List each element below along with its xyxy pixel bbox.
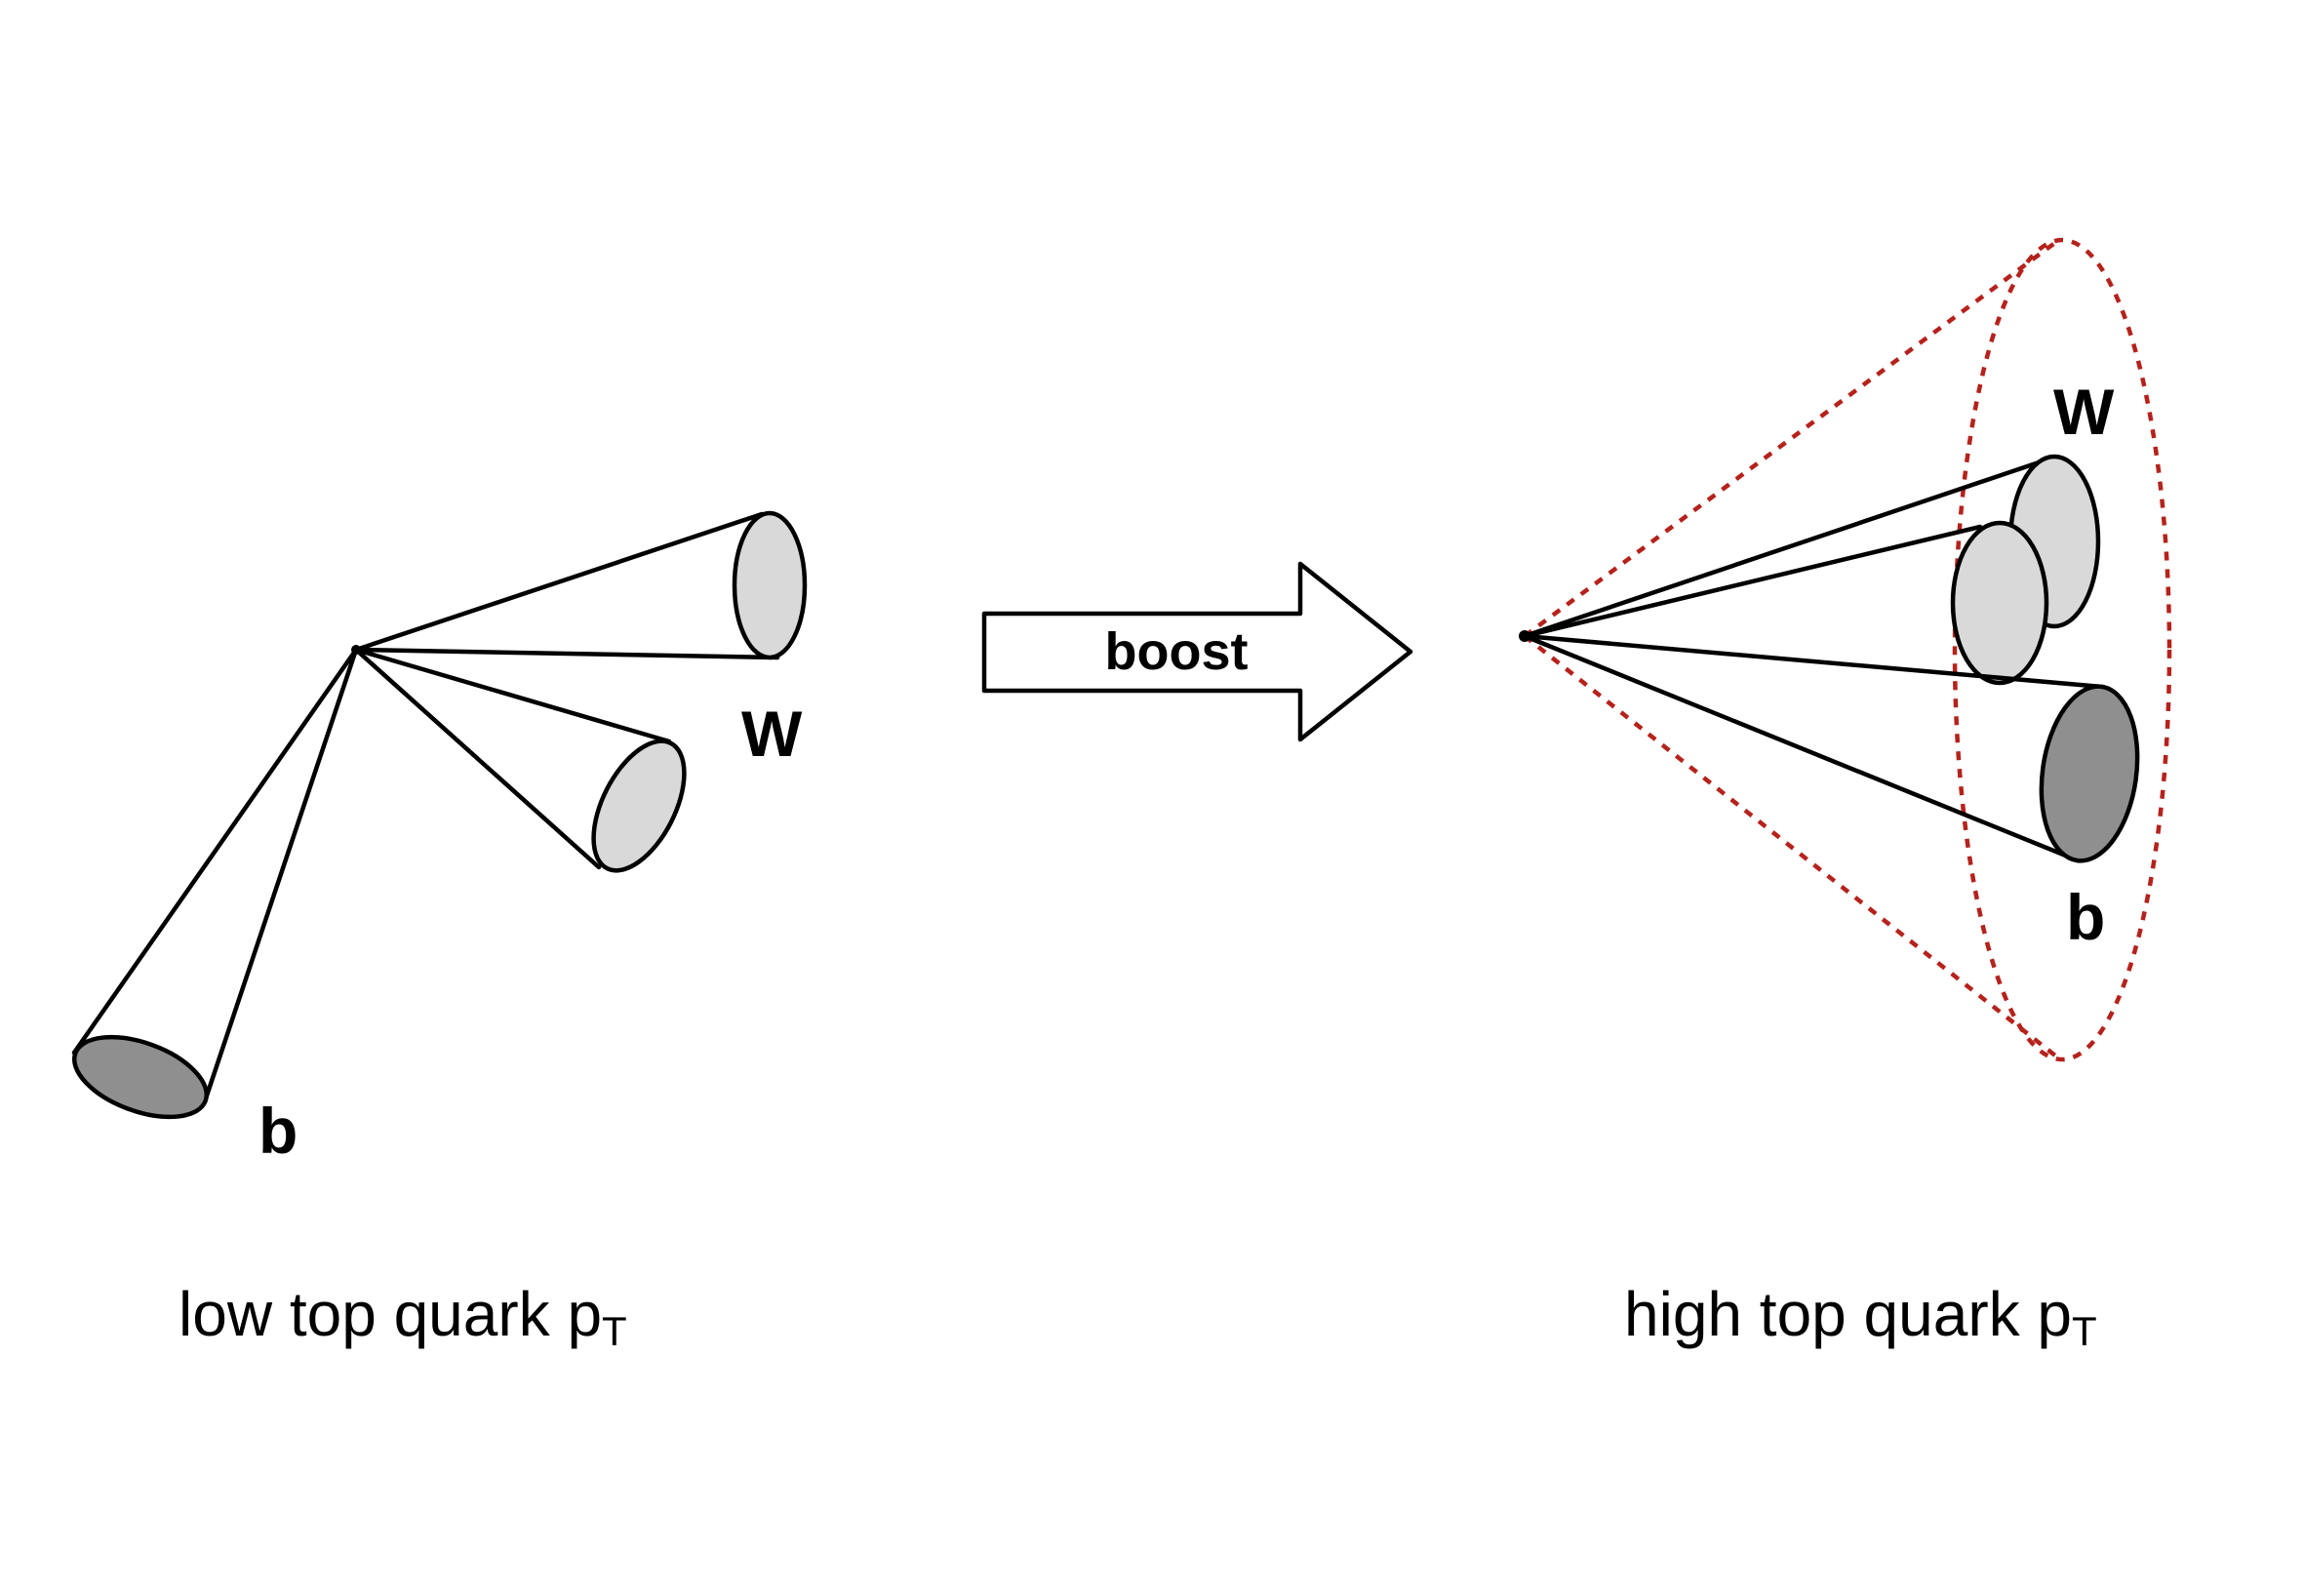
left-b-label: b: [258, 1095, 298, 1167]
left-b-jet: [71, 647, 359, 1120]
left-decay-vertex: [351, 645, 361, 655]
right-w-jet-front: [1522, 520, 2049, 686]
boost-arrow-label: boost: [1105, 622, 1249, 681]
left-w-label: W: [741, 698, 803, 770]
left-w-jet-upper: [353, 510, 808, 660]
right-b-jet: [1522, 633, 2140, 863]
boost-arrow-shape: [981, 561, 1413, 742]
right-panel: W b high top quark pT: [1519, 237, 2172, 1354]
left-panel: W b low top quark pT: [71, 510, 808, 1354]
right-caption: high top quark pT: [1624, 1279, 2097, 1354]
right-decay-vertex: [1519, 630, 1530, 642]
left-caption: low top quark pT: [179, 1279, 627, 1354]
boost-arrow: boost: [981, 561, 1413, 742]
right-caption-subscript: T: [2072, 1308, 2097, 1354]
right-w-label: W: [2053, 376, 2115, 448]
right-caption-main: high top quark p: [1624, 1279, 2072, 1349]
right-b-label: b: [2066, 881, 2105, 953]
left-caption-main: low top quark p: [179, 1279, 602, 1349]
left-caption-subscript: T: [602, 1308, 627, 1354]
left-w-jet-lower: [353, 647, 687, 873]
right-fat-jet-cone: [1523, 237, 2172, 1062]
